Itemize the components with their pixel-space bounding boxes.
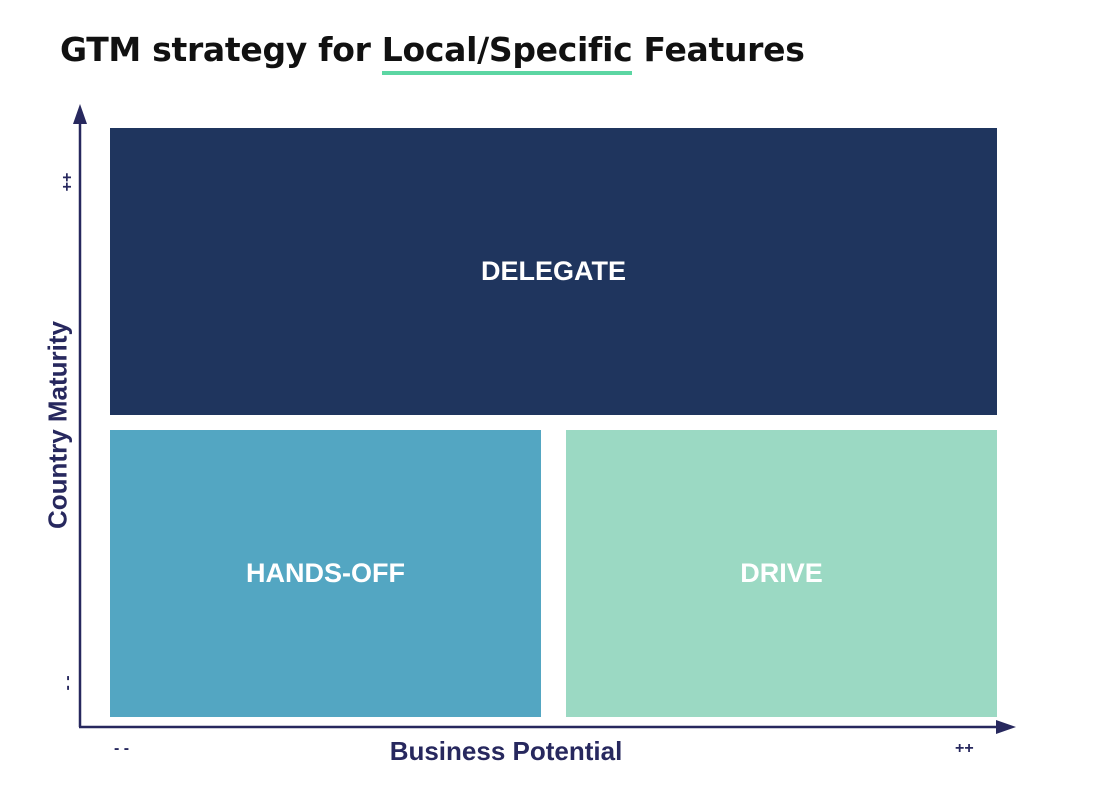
quadrant-drive-label: DRIVE: [740, 558, 823, 588]
quadrant-delegate-label: DELEGATE: [480, 256, 626, 286]
page-title: GTM strategy for Local/Specific Features: [60, 30, 805, 75]
x-axis-high-label: ++: [955, 740, 974, 757]
y-axis-high-label: ++: [59, 172, 76, 192]
x-axis-arrow-icon: [996, 720, 1016, 734]
y-axis-arrow-icon: [73, 104, 87, 124]
x-axis-low-label: - -: [114, 740, 130, 757]
quadrant-drive: DRIVE: [566, 430, 997, 717]
x-axis-label: Business Potential: [389, 736, 623, 766]
quadrant-hands-off-label: HANDS-OFF: [246, 558, 405, 588]
title-prefix: GTM strategy for: [60, 30, 382, 69]
y-axis-low-label: - -: [59, 675, 76, 691]
quadrant-delegate: DELEGATE: [110, 128, 997, 415]
title-highlight: Local/Specific: [381, 30, 633, 75]
y-axis-label: Country Maturity: [42, 321, 73, 529]
quadrant-hands-off: HANDS-OFF: [110, 430, 541, 717]
title-suffix: Features: [632, 30, 805, 69]
